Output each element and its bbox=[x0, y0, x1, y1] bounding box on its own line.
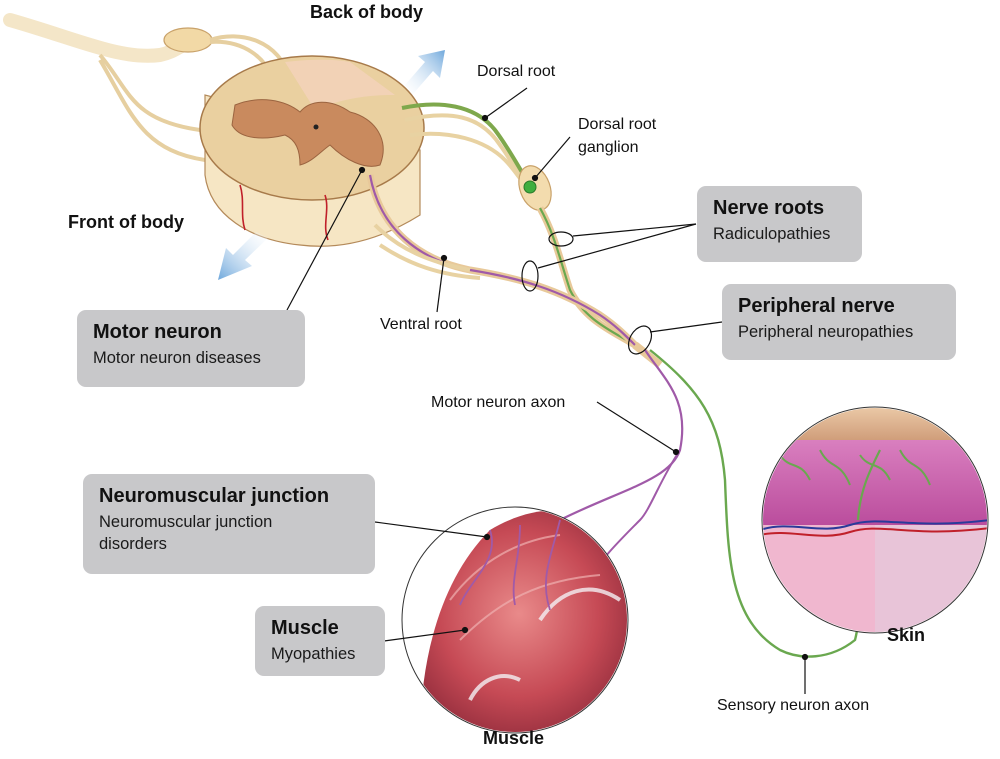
leader-lines bbox=[286, 87, 809, 694]
motor-neuron-box: Motor neuron Motor neuron diseases bbox=[77, 310, 305, 387]
front-of-body-label: Front of body bbox=[68, 212, 184, 232]
muscle-subtitle: Myopathies bbox=[271, 645, 356, 663]
skin-inset bbox=[761, 406, 989, 634]
motor-neuron-axon-label: Motor neuron axon bbox=[431, 394, 566, 411]
neuromuscular-junction-title: Neuromuscular junction bbox=[99, 485, 330, 507]
peripheral-nerve-box: Peripheral nerve Peripheral neuropathies bbox=[722, 284, 956, 360]
nerve-roots-box: Nerve roots Radiculopathies bbox=[697, 186, 862, 262]
neuromuscular-junction-subtitle: Neuromuscular junction disorders bbox=[99, 513, 273, 553]
back-of-body-arrow bbox=[405, 50, 445, 94]
muscle-inset-label: Muscle bbox=[483, 728, 545, 748]
sensory-neuron-axon-label: Sensory neuron axon bbox=[717, 697, 870, 714]
muscle-title: Muscle bbox=[271, 617, 339, 639]
skin-inset-label: Skin bbox=[887, 625, 926, 645]
peripheral-nerve-subtitle: Peripheral neuropathies bbox=[738, 323, 914, 341]
muscle-box: Muscle Myopathies bbox=[255, 606, 385, 676]
incoming-nerve bbox=[3, 13, 292, 162]
back-of-body-label: Back of body bbox=[310, 2, 424, 22]
motor-neuron-title: Motor neuron bbox=[93, 321, 222, 343]
front-of-body-arrow bbox=[218, 232, 268, 280]
neuromuscular-junction-box: Neuromuscular junction Neuromuscular jun… bbox=[83, 474, 375, 574]
motor-neuron-subtitle: Motor neuron diseases bbox=[93, 349, 261, 367]
nerve-roots-subtitle: Radiculopathies bbox=[713, 225, 831, 243]
dorsal-root-ganglion-label: Dorsal root ganglion bbox=[578, 116, 657, 156]
peripheral-nerve-title: Peripheral nerve bbox=[738, 295, 895, 317]
nerve-roots-title: Nerve roots bbox=[713, 197, 825, 219]
muscle-inset bbox=[401, 506, 629, 734]
ventral-root-label: Ventral root bbox=[380, 316, 462, 333]
dorsal-root-label: Dorsal root bbox=[477, 63, 556, 80]
spinal-cord bbox=[199, 55, 425, 247]
